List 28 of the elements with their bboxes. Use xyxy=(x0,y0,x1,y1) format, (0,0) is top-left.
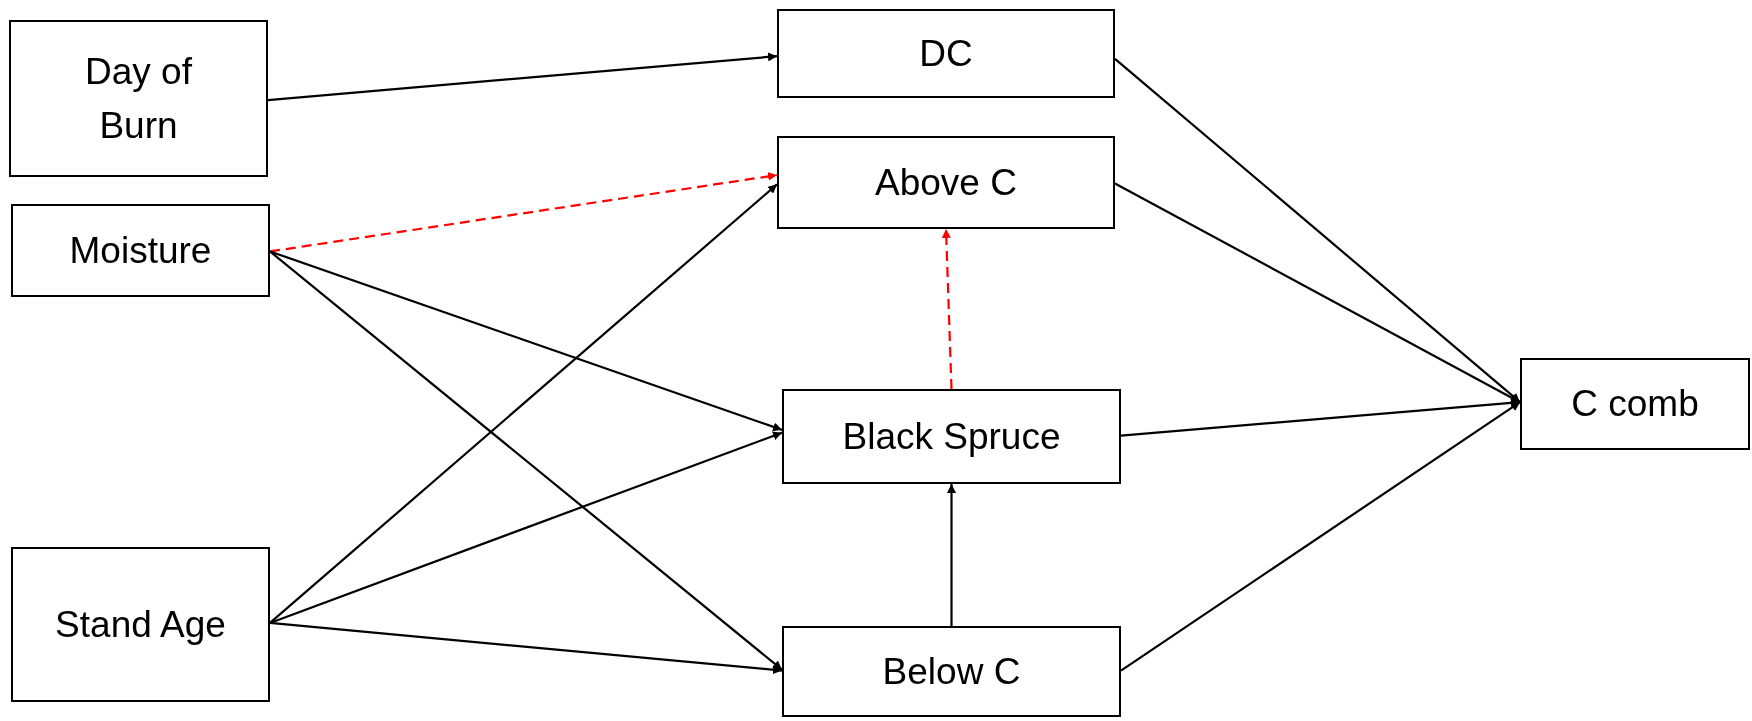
arrow xyxy=(269,250,783,671)
arrow xyxy=(269,431,783,624)
arrow xyxy=(1120,401,1521,672)
variable-box xyxy=(1520,358,1750,450)
variable-box xyxy=(782,389,1121,484)
arrow xyxy=(1114,58,1521,403)
node-label: Stand Age xyxy=(55,602,226,647)
arrow xyxy=(269,250,783,432)
variable-box xyxy=(777,9,1115,98)
variable-box xyxy=(11,204,270,297)
node-label: Above C xyxy=(875,160,1017,205)
variable-box xyxy=(777,136,1115,229)
arrow xyxy=(269,183,778,624)
node-label: Below C xyxy=(882,649,1021,694)
variable-box xyxy=(782,626,1121,717)
node-label: Moisture xyxy=(69,228,212,273)
arrow xyxy=(941,228,953,390)
node-label: C comb xyxy=(1571,382,1699,427)
node-label: Black Spruce xyxy=(842,414,1061,459)
arrow xyxy=(947,484,956,626)
variable-box xyxy=(9,20,268,177)
arrow xyxy=(269,171,778,253)
arrow xyxy=(1120,398,1521,437)
arrow xyxy=(267,52,778,102)
node-label: Day of Burn xyxy=(84,49,193,148)
node-label: DC xyxy=(919,31,973,76)
arrow xyxy=(269,621,783,675)
variable-box xyxy=(11,547,270,702)
